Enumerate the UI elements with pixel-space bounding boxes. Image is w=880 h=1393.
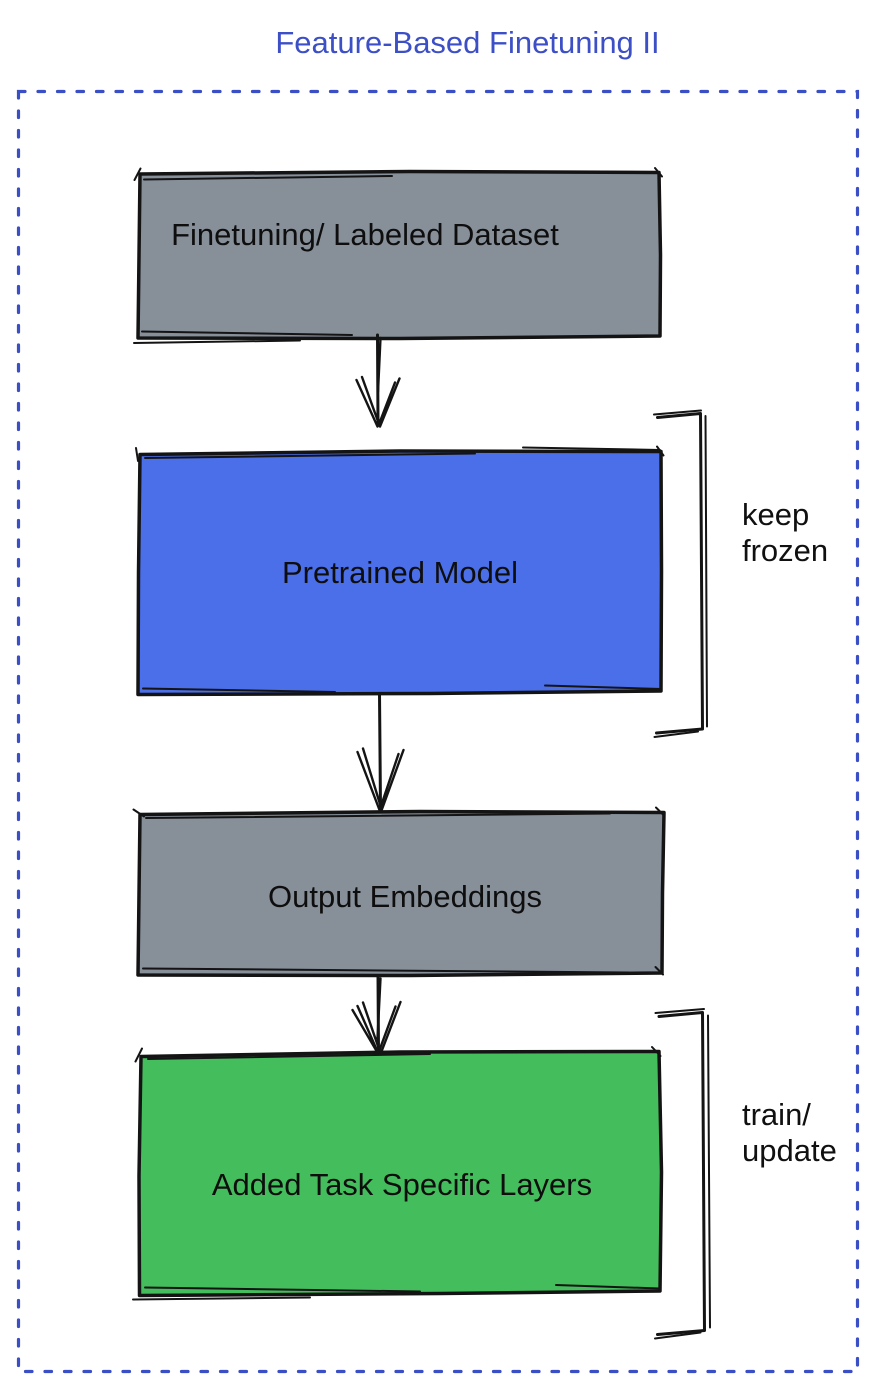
node-embeddings-box — [132, 806, 666, 978]
annotation-keep-frozen-line2: frozen — [742, 533, 829, 568]
node-dataset-label: Finetuning/ Labeled Dataset — [171, 217, 559, 252]
annotation-keep-frozen: keep frozen — [742, 497, 828, 569]
arrow-embeddings-to-task-layers — [351, 974, 402, 1053]
annotation-train-update-line2: update — [742, 1133, 837, 1168]
arrow-pretrained-to-embeddings — [356, 692, 405, 812]
node-task-layers-label: Added Task Specific Layers — [211, 1167, 593, 1202]
bracket-keep-frozen — [653, 409, 708, 738]
node-task-layers-box — [132, 1046, 664, 1301]
annotation-keep-frozen-line1: keep — [742, 497, 810, 532]
bracket-train-update — [654, 1008, 711, 1340]
dashed-border — [16, 89, 860, 1374]
arrow-dataset-to-pretrained — [355, 333, 401, 428]
node-embeddings-label: Output Embeddings — [267, 879, 542, 914]
annotation-train-update: train/ update — [742, 1097, 837, 1169]
diagram-title: Feature-Based Finetuning II — [275, 25, 660, 60]
node-pretrained-box — [135, 445, 665, 697]
annotation-train-update-line1: train/ — [742, 1097, 811, 1132]
node-dataset-box — [133, 167, 663, 344]
node-pretrained-label: Pretrained Model — [281, 555, 519, 590]
